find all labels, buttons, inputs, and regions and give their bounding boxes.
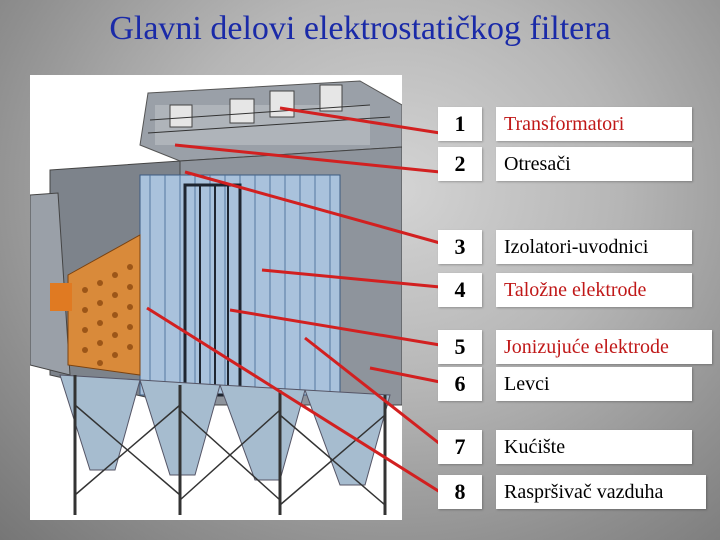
part-label-casing: Kućište (496, 430, 692, 464)
part-label-rappers: Otresači (496, 147, 692, 181)
part-number-6: 6 (438, 367, 482, 401)
part-number-3: 3 (438, 230, 482, 264)
part-number-1: 1 (438, 107, 482, 141)
part-number-8: 8 (438, 475, 482, 509)
part-number-4: 4 (438, 273, 482, 307)
part-label-transformers: Transformatori (496, 107, 692, 141)
part-label-discharge-electrodes: Jonizujuće elektrode (496, 330, 712, 364)
slide-title: Glavni delovi elektrostatičkog filtera (0, 10, 720, 48)
part-number-7: 7 (438, 430, 482, 464)
part-label-insulators: Izolatori-uvodnici (496, 230, 692, 264)
part-number-2: 2 (438, 147, 482, 181)
electrostatic-filter-drawing (30, 75, 402, 520)
part-label-gas-distributor: Raspršivač vazduha (496, 475, 706, 509)
part-label-collecting-electrodes: Taložne elektrode (496, 273, 692, 307)
filter-illustration (30, 75, 402, 520)
part-number-5: 5 (438, 330, 482, 364)
part-label-hoppers: Levci (496, 367, 692, 401)
